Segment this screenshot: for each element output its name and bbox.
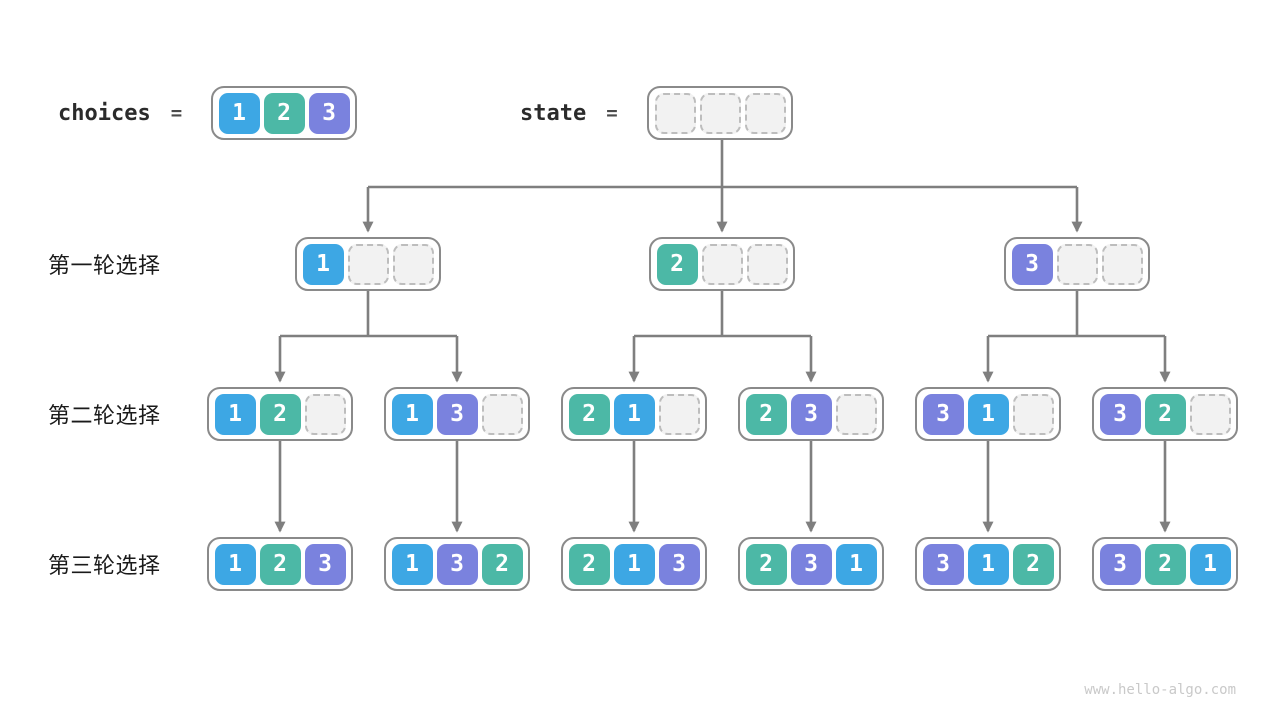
- empty-cell: [746, 243, 788, 285]
- cell-2: 2: [263, 92, 305, 134]
- cell-3: 3: [436, 543, 478, 585]
- cell-2: 2: [481, 543, 523, 585]
- cell-2: 2: [259, 393, 301, 435]
- round-3-label: 第三轮选择: [48, 554, 161, 579]
- empty-cell: [699, 92, 741, 134]
- cell-1: 1: [218, 92, 260, 134]
- cell-1: 1: [967, 393, 1009, 435]
- state-box: [647, 86, 793, 140]
- empty-cell: [701, 243, 743, 285]
- cell-1: 1: [302, 243, 344, 285]
- cell-2: 2: [745, 543, 787, 585]
- cell-2: 2: [568, 393, 610, 435]
- cell-3: 3: [922, 543, 964, 585]
- cell-1: 1: [613, 393, 655, 435]
- state-label: state =: [520, 86, 618, 140]
- cell-3: 3: [658, 543, 700, 585]
- watermark: www.hello-algo.com: [1084, 682, 1236, 698]
- empty-cell: [835, 393, 877, 435]
- round-2-label: 第二轮选择: [48, 404, 161, 429]
- cell-2: 2: [656, 243, 698, 285]
- cell-2: 2: [1144, 543, 1186, 585]
- cell-3: 3: [1099, 393, 1141, 435]
- cell-1: 1: [214, 393, 256, 435]
- empty-cell: [1056, 243, 1098, 285]
- round-1-label: 第一轮选择: [48, 254, 161, 279]
- empty-cell: [304, 393, 346, 435]
- cell-2: 2: [259, 543, 301, 585]
- cell-3: 3: [304, 543, 346, 585]
- cell-3: 3: [922, 393, 964, 435]
- cell-2: 2: [1144, 393, 1186, 435]
- empty-cell: [481, 393, 523, 435]
- cell-2: 2: [1012, 543, 1054, 585]
- empty-cell: [1101, 243, 1143, 285]
- round-1-box-1: 1: [295, 237, 441, 291]
- cell-1: 1: [1189, 543, 1231, 585]
- empty-cell: [744, 92, 786, 134]
- cell-3: 3: [1011, 243, 1053, 285]
- empty-cell: [347, 243, 389, 285]
- cell-1: 1: [613, 543, 655, 585]
- cell-1: 1: [835, 543, 877, 585]
- choices-label: choices =: [58, 86, 182, 140]
- cell-1: 1: [391, 543, 433, 585]
- cell-2: 2: [568, 543, 610, 585]
- round-1-box-2: 2: [649, 237, 795, 291]
- empty-cell: [654, 92, 696, 134]
- cell-2: 2: [745, 393, 787, 435]
- empty-cell: [658, 393, 700, 435]
- state-label-text: state: [520, 100, 587, 126]
- cell-3: 3: [1099, 543, 1141, 585]
- equals-sign: =: [170, 102, 183, 124]
- equals-sign: =: [606, 102, 618, 124]
- cell-3: 3: [308, 92, 350, 134]
- cell-3: 3: [790, 393, 832, 435]
- empty-cell: [1012, 393, 1054, 435]
- round-1-box-3: 3: [1004, 237, 1150, 291]
- empty-cell: [1189, 393, 1231, 435]
- cell-1: 1: [967, 543, 1009, 585]
- empty-cell: [392, 243, 434, 285]
- cell-3: 3: [436, 393, 478, 435]
- cell-1: 1: [391, 393, 433, 435]
- cell-1: 1: [214, 543, 256, 585]
- choices-label-text: choices: [58, 100, 151, 126]
- cell-3: 3: [790, 543, 832, 585]
